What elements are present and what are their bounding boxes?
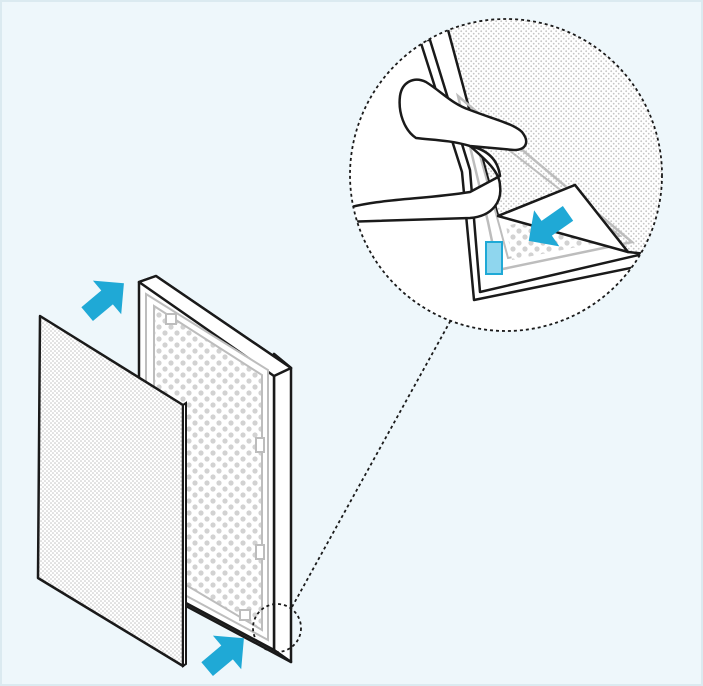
arrow-right-up-icon [81,280,124,322]
arrow-down-left-icon [528,206,574,247]
filter-sheet [36,314,187,668]
filter-sheet-edge [182,401,187,668]
zoom-source-circle [252,603,302,653]
arrow-right-up-icon [201,635,244,677]
frame-side [272,352,293,664]
zoom-leader-line [291,317,453,608]
hand-icon [350,78,528,224]
detail-circle-border [349,18,663,332]
detail-blue-tab [485,241,503,275]
frame-clips [165,313,265,621]
